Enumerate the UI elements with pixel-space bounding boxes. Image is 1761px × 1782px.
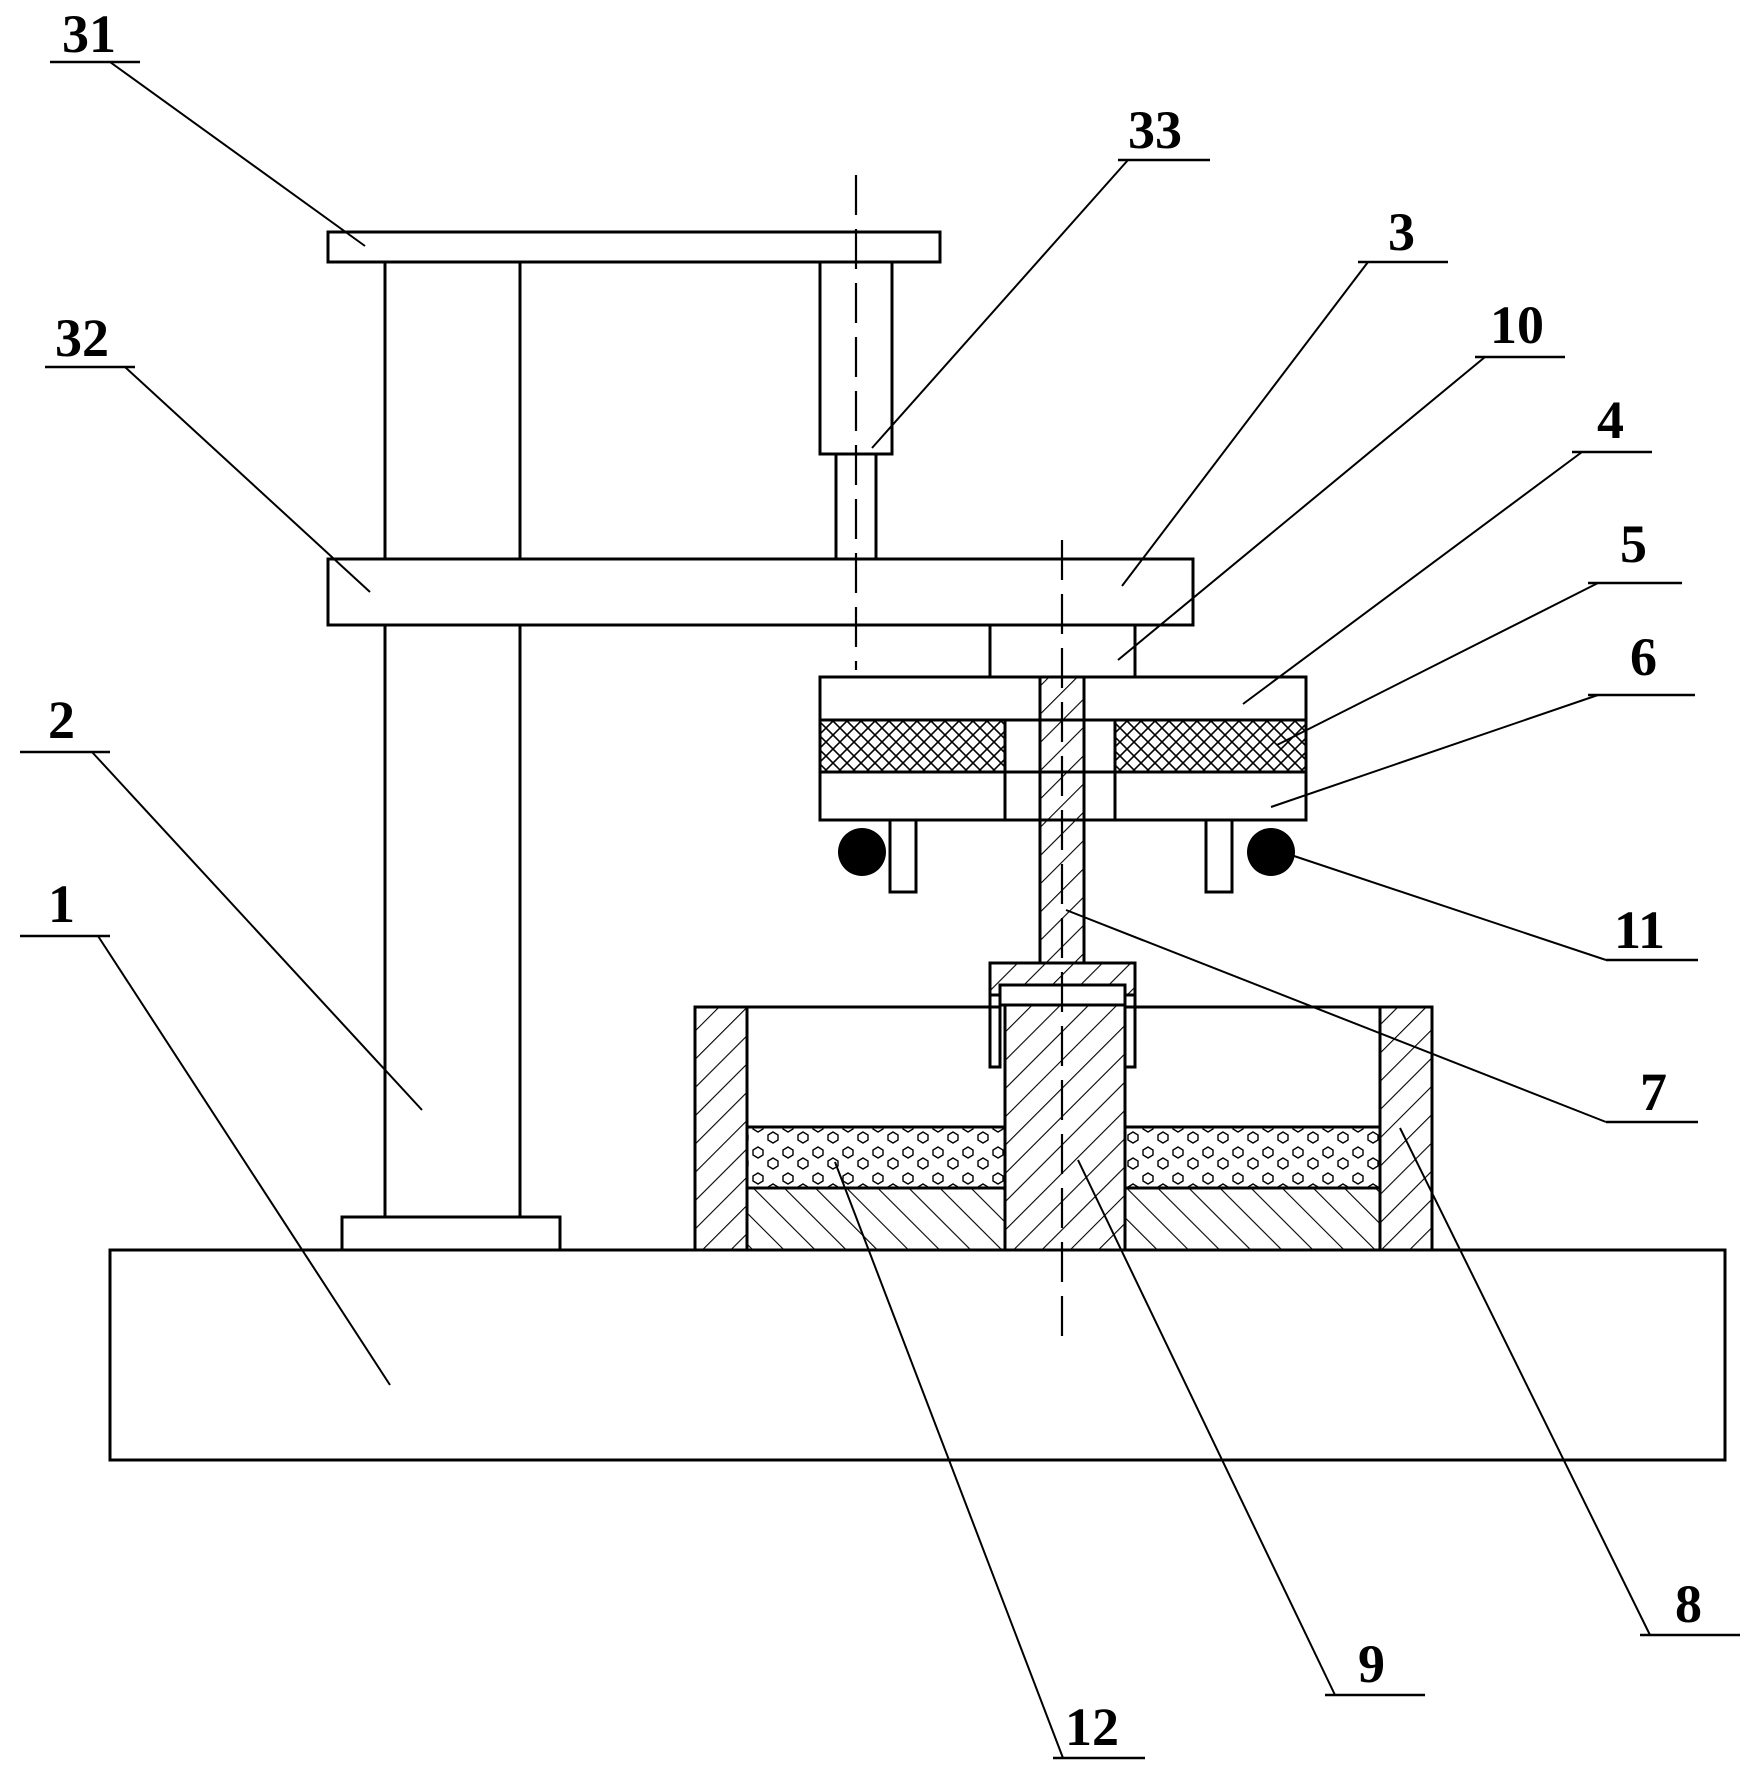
label-1: 1 [48, 874, 75, 934]
label-9: 9 [1358, 1634, 1385, 1694]
label-6: 6 [1630, 627, 1657, 687]
pad-5-right [1113, 718, 1308, 774]
core-block [1003, 1003, 1127, 1252]
bottom-plate-left [745, 1186, 1007, 1252]
container-wall-left [693, 1005, 749, 1252]
coupling-left [988, 993, 1002, 1069]
leader-11 [1293, 855, 1607, 961]
leader-8 [1399, 1127, 1651, 1636]
pad-5-gap-left [1003, 718, 1042, 774]
pin-right [1204, 818, 1234, 894]
top-plate [326, 230, 942, 264]
column [383, 260, 522, 1219]
label-31: 31 [62, 4, 116, 64]
leader-7 [1065, 909, 1607, 1123]
leader-2 [91, 751, 423, 1111]
ball-left [838, 828, 886, 876]
label-3: 3 [1388, 202, 1415, 262]
crossbeam [326, 557, 1195, 627]
granular-layer-left [745, 1125, 1007, 1190]
leader-1 [97, 935, 391, 1386]
leader-12 [834, 1161, 1064, 1759]
label-12: 12 [1065, 1697, 1119, 1757]
leader-33 [871, 159, 1129, 449]
label-10: 10 [1490, 295, 1544, 355]
label-32: 32 [55, 308, 109, 368]
leader-4 [1242, 451, 1583, 705]
pad-5-left [818, 718, 1007, 774]
column-foot [340, 1215, 562, 1252]
label-8: 8 [1675, 1574, 1702, 1634]
pad-5-gap-right [1082, 718, 1117, 774]
container-wall-right [1378, 1005, 1434, 1252]
label-4: 4 [1597, 390, 1624, 450]
label-33: 33 [1128, 100, 1182, 160]
label-11: 11 [1614, 900, 1665, 960]
leader-10 [1117, 356, 1486, 661]
label-5: 5 [1620, 514, 1647, 574]
leader-32 [124, 366, 371, 593]
leader-5 [1276, 582, 1599, 746]
leader-6 [1270, 694, 1599, 808]
leader-3 [1121, 261, 1369, 587]
ball-right [1247, 828, 1295, 876]
label-7: 7 [1640, 1062, 1667, 1122]
granular-layer-right [1123, 1125, 1382, 1190]
leader-9 [1077, 1159, 1336, 1696]
bottom-plate-right [1123, 1186, 1382, 1252]
base-plate [108, 1248, 1727, 1462]
leader-31 [109, 61, 366, 247]
pin-left [888, 818, 918, 894]
label-2: 2 [48, 690, 75, 750]
